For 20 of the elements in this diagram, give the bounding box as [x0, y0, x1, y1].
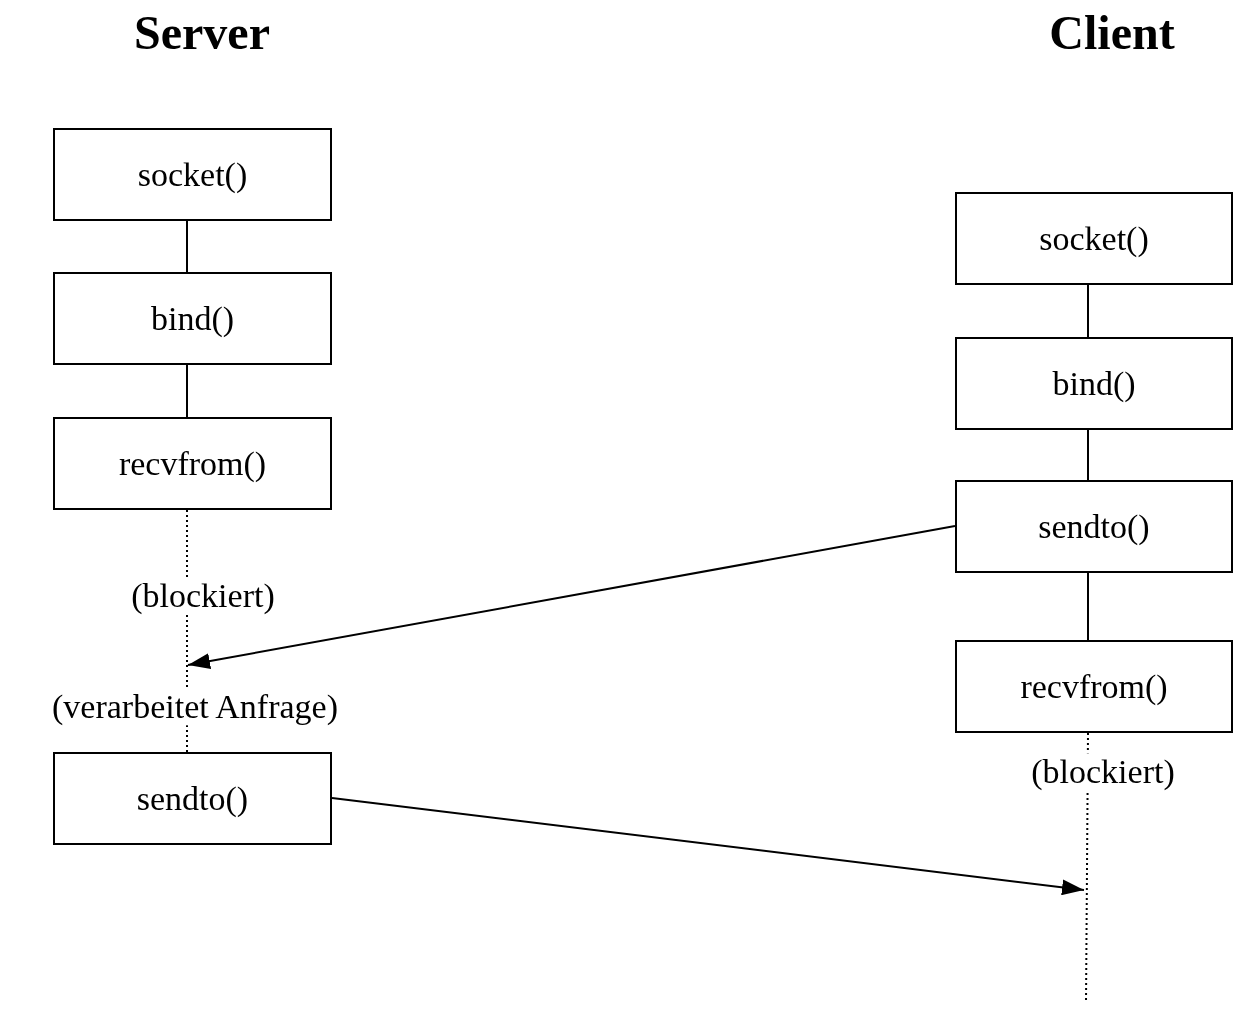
function-box: recvfrom()	[53, 417, 332, 510]
function-box: sendto()	[53, 752, 332, 845]
connector-line	[1087, 284, 1089, 338]
connector-line	[186, 220, 188, 273]
message-arrow	[331, 797, 1085, 896]
connector-line	[186, 364, 188, 418]
connector-line	[1087, 572, 1089, 641]
connector-line	[1087, 429, 1089, 481]
function-box: socket()	[53, 128, 332, 221]
column-heading: Client	[1049, 6, 1175, 60]
column-heading: Server	[134, 6, 270, 60]
state-note: (blockiert)	[1031, 753, 1175, 791]
function-box: sendto()	[955, 480, 1233, 573]
function-box: recvfrom()	[955, 640, 1233, 733]
function-box: bind()	[955, 337, 1233, 430]
state-note: (blockiert)	[131, 577, 275, 615]
message-arrow	[187, 525, 956, 669]
state-note: (verarbeitet Anfrage)	[52, 688, 338, 726]
function-box: bind()	[53, 272, 332, 365]
function-box: socket()	[955, 192, 1233, 285]
